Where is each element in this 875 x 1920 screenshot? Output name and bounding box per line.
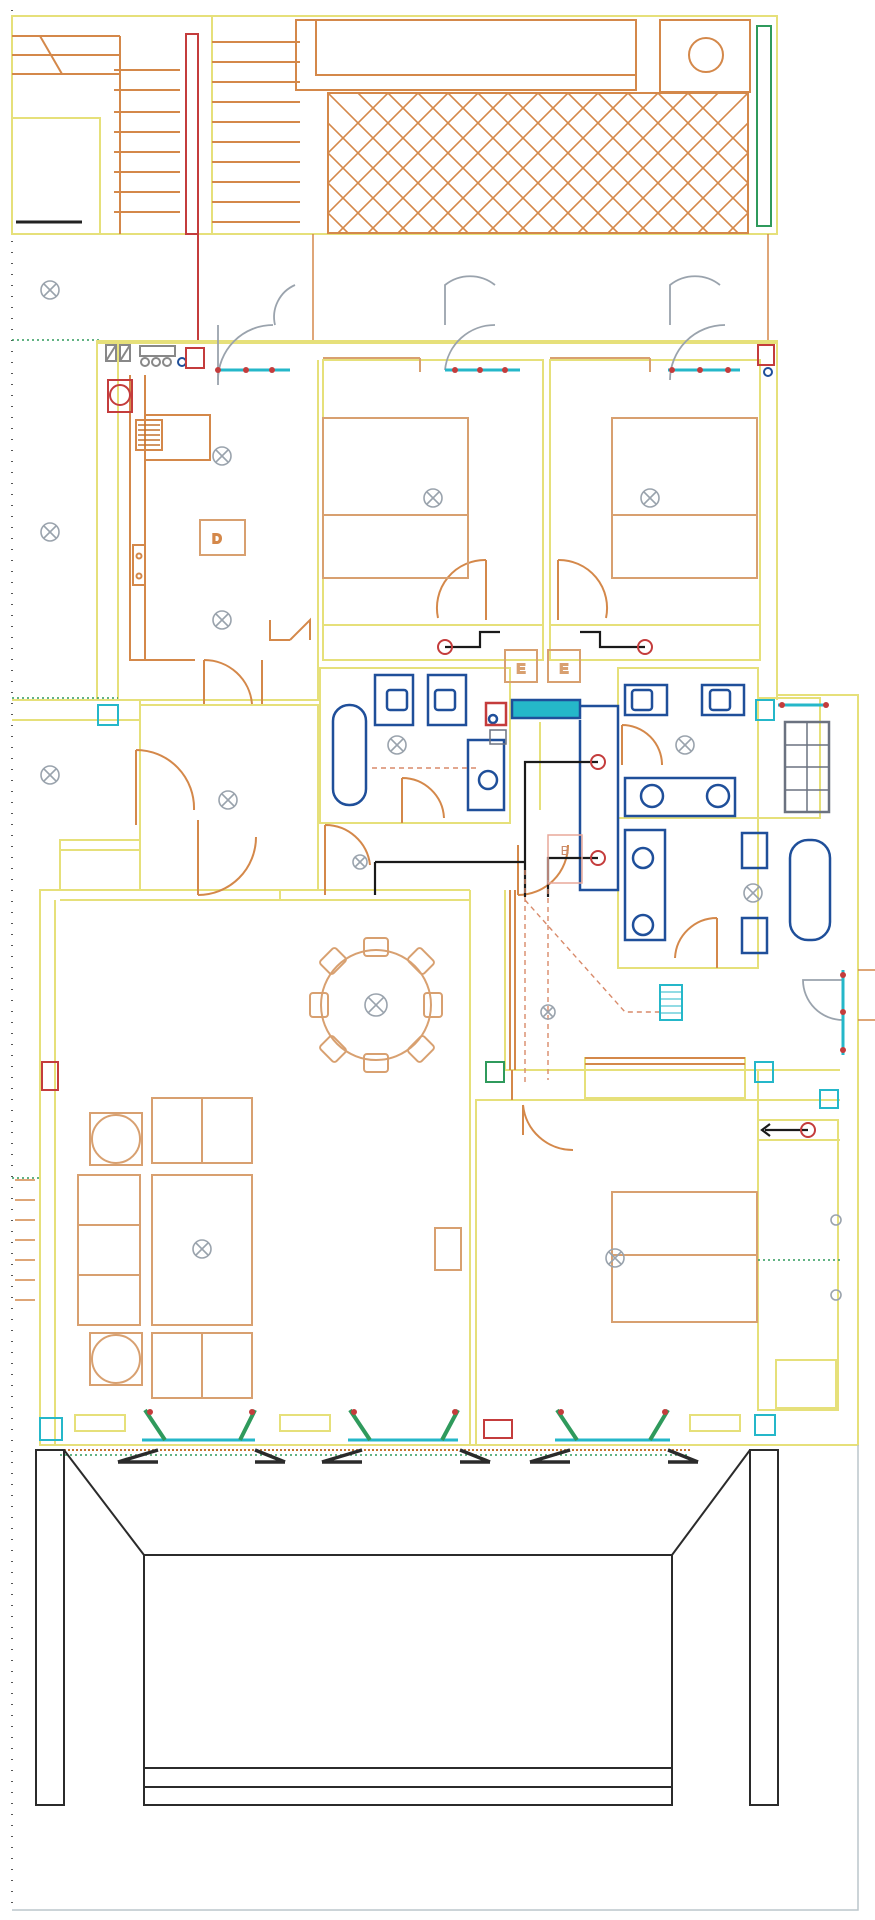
kitchen: D [105, 344, 246, 661]
window-icon [142, 1408, 257, 1442]
green-dotted-lines [12, 697, 840, 1456]
hall-mark-1: E [517, 661, 526, 676]
pergola [35, 1448, 779, 1806]
hall-mark-2: E [560, 661, 569, 676]
beds: E E [322, 357, 758, 1323]
site-boundary [12, 1445, 859, 1911]
kitchen-mark: D [212, 531, 221, 546]
dashed-service-lines [372, 767, 660, 1085]
corridor-mark: B [561, 843, 570, 858]
sanitary-fixtures [331, 673, 832, 955]
ceiling-light-icon [40, 280, 842, 1301]
socket-icon [437, 639, 816, 1138]
window-icon [778, 702, 829, 708]
living-furniture [77, 937, 462, 1399]
interior-walls [40, 340, 858, 1446]
window-icon [555, 1408, 670, 1442]
top-terrace [11, 15, 778, 341]
window-icon [215, 367, 290, 373]
boundary-ticks [15, 969, 875, 1301]
column-markers [39, 344, 839, 1441]
windows [40, 367, 846, 1451]
window-icon [840, 970, 846, 1055]
window-icon [445, 367, 520, 373]
window-icon [668, 367, 740, 373]
window-icon [348, 1408, 460, 1442]
